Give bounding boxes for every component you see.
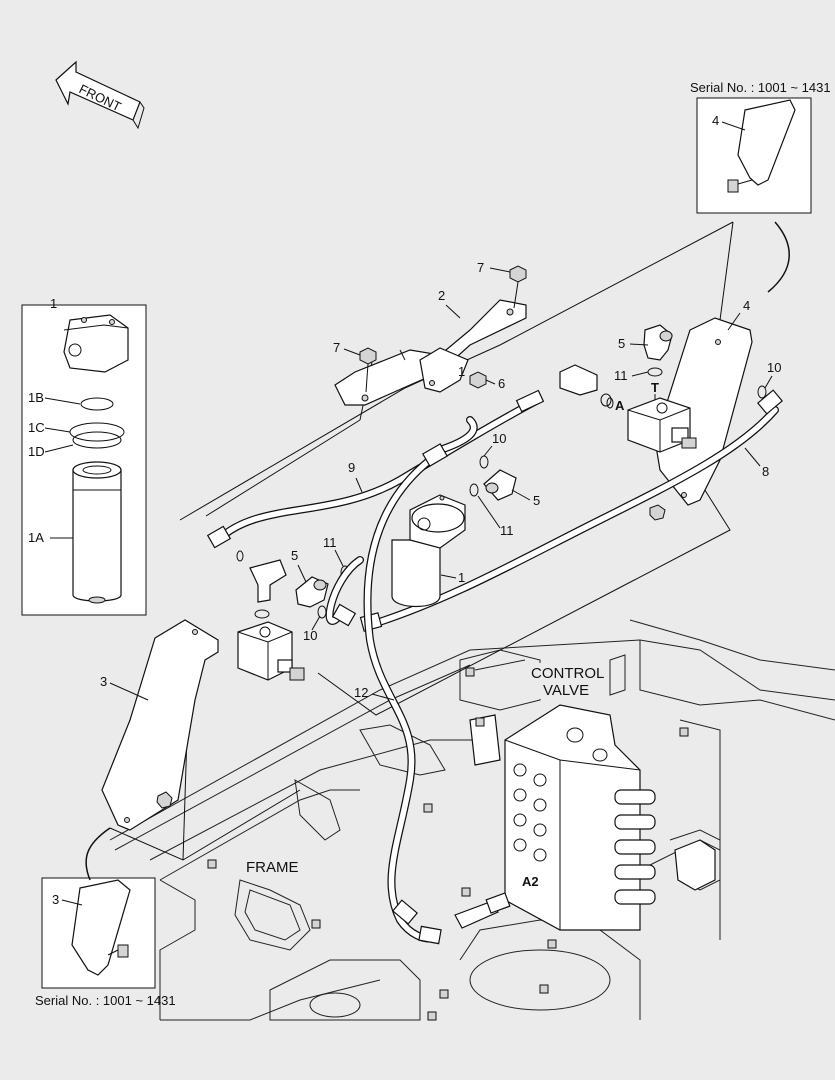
callout-5-c: 5 xyxy=(291,548,298,563)
bolt-bracket-4 xyxy=(649,504,666,521)
frame-label: FRAME xyxy=(246,859,299,876)
callout-1: 1 xyxy=(458,364,465,379)
callout-1-b: 1 xyxy=(458,570,465,585)
callout-2: 2 xyxy=(438,288,445,303)
inset-filter-title: 1 xyxy=(50,296,57,311)
bolt-bracket-3 xyxy=(156,791,173,809)
bracket-2 xyxy=(334,299,527,406)
inset-bottom-left: Serial No. : 1001 ~ 1431 3 xyxy=(35,827,176,1008)
hose-12 xyxy=(363,456,442,945)
callout-12: 12 xyxy=(354,685,368,700)
valve-spool-caps xyxy=(614,789,656,905)
seal-1d xyxy=(72,431,122,449)
inset-bottom-left-serial: Serial No. : 1001 ~ 1431 xyxy=(35,993,176,1008)
pressure-line-fitting xyxy=(454,892,511,929)
hose-9 xyxy=(206,389,545,549)
machine-frame-outline xyxy=(109,619,835,1021)
callout-10-a: 10 xyxy=(767,360,781,375)
callout-11-b: 11 xyxy=(500,523,514,538)
label-1a: 1A xyxy=(28,530,44,545)
control-valve xyxy=(469,704,716,931)
callout-7-a: 7 xyxy=(477,260,484,275)
bracket-3 xyxy=(101,619,219,831)
callout-10-b: 10 xyxy=(492,431,506,446)
callout-9: 9 xyxy=(348,460,355,475)
area-labels: CONTROL VALVE FRAME xyxy=(246,663,604,876)
fitting-left-elbow-5 xyxy=(295,576,329,608)
callout-6: 6 xyxy=(498,376,505,391)
callout-5-a: 5 xyxy=(618,336,625,351)
callout-3: 3 xyxy=(100,674,107,689)
bolt-6 xyxy=(469,371,487,389)
port-t-label: T xyxy=(651,380,659,395)
fitting-left-tee xyxy=(249,559,287,603)
control-valve-label-2: VALVE xyxy=(543,682,589,699)
callout-4: 4 xyxy=(743,298,750,313)
callout-7-b: 7 xyxy=(333,340,340,355)
front-arrow: FRONT xyxy=(55,60,145,130)
fitting-top-right-elbow xyxy=(643,324,673,361)
filter-head xyxy=(63,314,129,373)
inset-top-right-bolt xyxy=(727,179,753,193)
callout-8: 8 xyxy=(762,464,769,479)
valve-block-right xyxy=(627,397,697,453)
label-1c: 1C xyxy=(28,420,45,435)
filter-assembly-1 xyxy=(391,494,466,607)
port-a-label: A xyxy=(615,398,625,413)
inset-top-right-serial: Serial No. : 1001 ~ 1431 xyxy=(690,80,831,95)
o-ring-1b xyxy=(80,397,114,411)
inset-bottom-left-part-label: 3 xyxy=(52,892,59,907)
callout-11-c: 11 xyxy=(323,535,337,550)
callout-11-a: 11 xyxy=(614,368,628,383)
fitting-right-adapter xyxy=(559,364,612,407)
inset-top-right-part-label: 4 xyxy=(712,113,719,128)
callouts: 1 1 2 3 4 5 5 5 6 7 7 8 9 10 10 10 11 11 xyxy=(100,260,781,701)
inset-filter: 1 1B 1C 1D 1A xyxy=(21,296,147,616)
callout-5-b: 5 xyxy=(533,493,540,508)
hose-return xyxy=(325,416,478,627)
control-valve-label-1: CONTROL xyxy=(531,665,604,682)
label-1b: 1B xyxy=(28,390,44,405)
bolt-7-right xyxy=(509,265,527,309)
valve-block-left xyxy=(237,621,305,681)
fitting-center-elbow-5 xyxy=(483,469,517,501)
label-1d: 1D xyxy=(28,444,45,459)
bolt-7-left xyxy=(359,347,377,393)
callout-10-c: 10 xyxy=(303,628,317,643)
hose-8 xyxy=(359,389,784,632)
inset-bottom-left-bolt xyxy=(107,944,129,958)
port-a2-label: A2 xyxy=(522,874,539,889)
inset-top-right: Serial No. : 1001 ~ 1431 4 xyxy=(690,80,831,293)
frame-bolts xyxy=(207,667,689,1021)
port-labels: T A A2 xyxy=(522,380,659,889)
filter-element-1a xyxy=(72,461,122,604)
